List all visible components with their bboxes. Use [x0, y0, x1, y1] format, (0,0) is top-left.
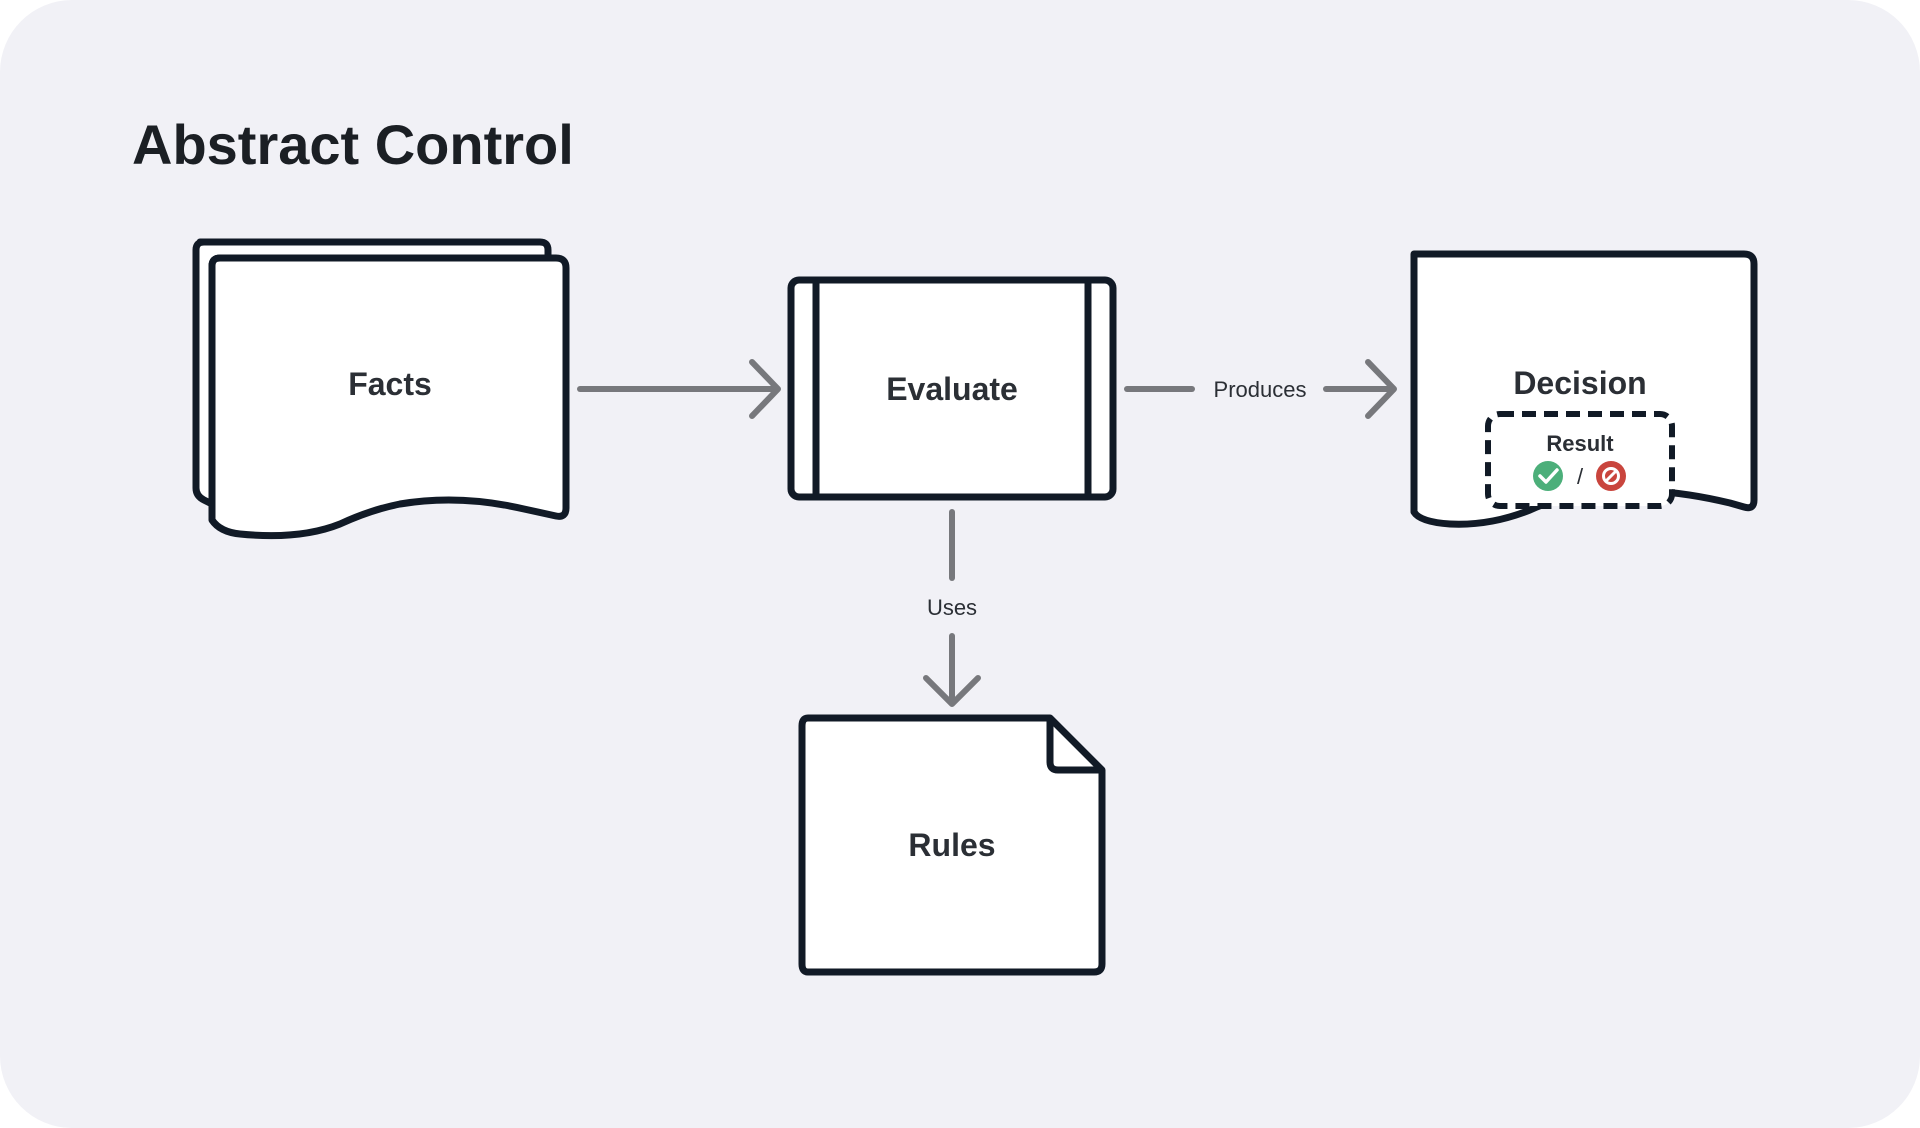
- edge-label-produces: Produces: [1214, 377, 1307, 402]
- node-rules[interactable]: Rules: [798, 714, 1106, 976]
- result-box: Result /: [1485, 411, 1675, 509]
- edge-facts-to-evaluate: [577, 359, 781, 419]
- arrowhead-icon: [1365, 359, 1397, 419]
- diagram-title: Abstract Control: [132, 113, 574, 176]
- result-separator: /: [1577, 464, 1584, 489]
- facts-front-sheet: [208, 254, 570, 540]
- result-dashed-border: [1485, 411, 1675, 509]
- rules-document: [798, 714, 1106, 976]
- node-facts[interactable]: Facts: [192, 238, 570, 540]
- evaluate-label: Evaluate: [886, 371, 1018, 407]
- node-decision[interactable]: Decision Result /: [1410, 250, 1758, 528]
- rules-label: Rules: [908, 827, 995, 863]
- rules-folded-corner: [1046, 718, 1102, 774]
- block-circle-icon: [1596, 461, 1626, 491]
- evaluate-box: [787, 276, 1117, 501]
- arrowhead-icon: [923, 675, 981, 707]
- edge-evaluate-to-decision: Produces: [1124, 359, 1397, 419]
- edge-label-uses: Uses: [927, 595, 977, 620]
- decision-label: Decision: [1513, 365, 1646, 401]
- facts-label: Facts: [348, 366, 432, 402]
- edge-evaluate-to-rules: Uses: [923, 509, 981, 707]
- node-evaluate[interactable]: Evaluate: [787, 276, 1117, 501]
- check-circle-icon: [1533, 461, 1563, 491]
- result-label: Result: [1546, 431, 1614, 456]
- arrowhead-icon: [749, 359, 781, 419]
